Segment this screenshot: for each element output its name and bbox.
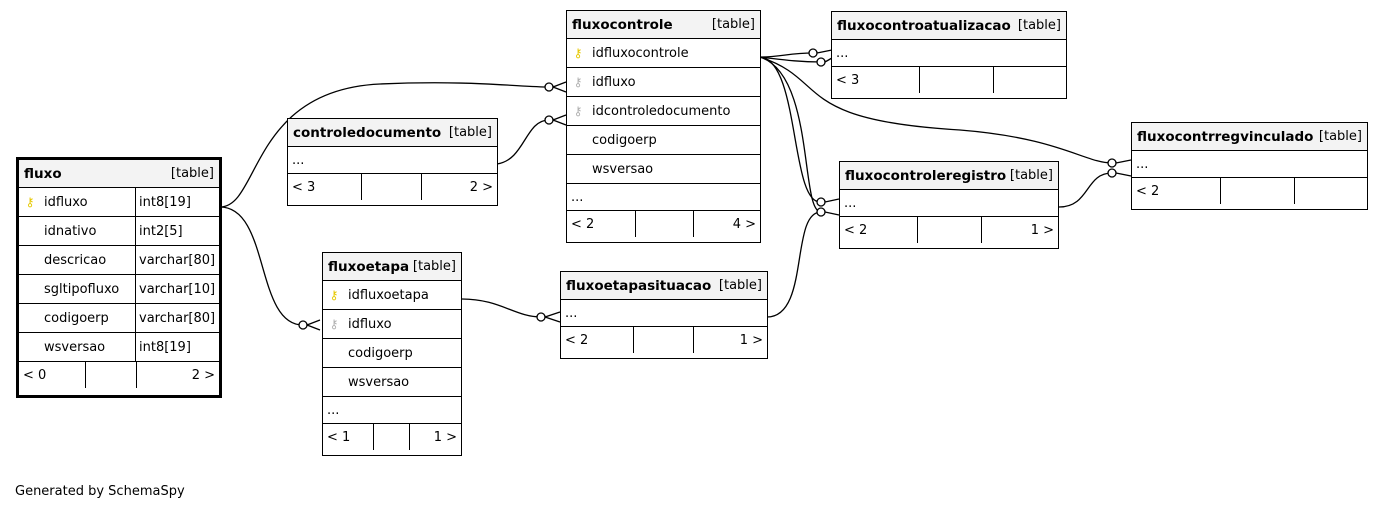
table-fluxocontrregvinculado[interactable]: fluxocontrregvinculado [table] ... < 2 [1131,122,1368,210]
ellipsis-row: ... [561,300,767,327]
ellipsis-row: ... [840,190,1058,217]
column-row: wsversao [323,368,461,397]
column-row: ⚷idfluxocontrole [567,39,760,68]
column-row: ⚷idfluxo [323,310,461,339]
column-row: ⚷idfluxo [567,68,760,97]
ellipsis-row: ... [832,40,1066,67]
edge-fluxoetapa-situacao [461,298,542,318]
table-name: fluxocontrregvinculado [1137,128,1314,145]
column-row: ⚷idfluxoetapa [323,281,461,310]
edge-fluxocontrole-atualizacao-a [759,52,814,58]
ellipsis-row: ... [1132,151,1367,178]
table-footer: < 3 [832,67,1066,93]
column-row: wsversao [567,155,760,184]
ellipsis-row: ... [323,397,461,424]
column-row: ⚷idcontroledocumento [567,97,760,126]
foreign-key-icon: ⚷ [573,75,583,89]
edge-fluxocontrole-vinculado [759,56,1113,164]
table-fluxocontrole[interactable]: fluxocontrole [table] ⚷idfluxocontrole ⚷i… [566,10,761,243]
table-tag: [table] [412,259,456,274]
generated-by-footer: Generated by SchemaSpy [15,484,185,499]
table-name: fluxocontrole [572,16,673,33]
table-tag: [table] [448,125,492,140]
primary-key-icon: ⚷ [25,195,35,209]
table-tag: [table] [711,17,755,32]
edge-situacao-registro [766,211,822,318]
table-tag: [table] [1318,129,1362,144]
edge-fluxo-fluxoetapa [219,206,304,326]
edge-controledocumento-fluxocontrole [496,119,550,165]
table-fluxoetapa[interactable]: fluxoetapa[table] ⚷idfluxoetapa ⚷idfluxo… [322,252,462,456]
table-footer: < 2 [1132,178,1367,204]
edge-fluxocontrole-atualizacao-b [759,56,822,63]
column-row: codigoerp [323,339,461,368]
edge-fluxocontrole-registro-a [759,56,822,203]
table-name: controledocumento [293,124,442,141]
primary-key-icon: ⚷ [329,288,339,302]
table-name: fluxo [24,165,62,182]
table-name: fluxocontroleregistro [845,167,1007,184]
table-tag: [table] [718,278,762,293]
table-name: fluxocontroatualizacao [837,17,1011,34]
edge-fluxocontrole-registro-b [759,56,822,213]
table-tag: [table] [1017,18,1061,33]
column-row: codigoerp [567,126,760,155]
ellipsis-row: ... [567,184,760,211]
edge-fluxo-fluxocontrole [219,82,550,208]
foreign-key-icon: ⚷ [329,317,339,331]
table-tag: [table] [1009,168,1053,183]
table-tag: [table] [170,166,214,181]
ellipsis-row: ... [288,147,497,174]
table-name: fluxoetapa [328,258,410,275]
table-fluxocontroatualizacao[interactable]: fluxocontroatualizacao [table] ... < 3 [831,11,1067,99]
primary-key-icon: ⚷ [573,46,583,60]
edge-registro-vinculado [1058,172,1113,208]
table-name: fluxoetapasituacao [566,277,712,294]
foreign-key-icon: ⚷ [573,104,583,118]
